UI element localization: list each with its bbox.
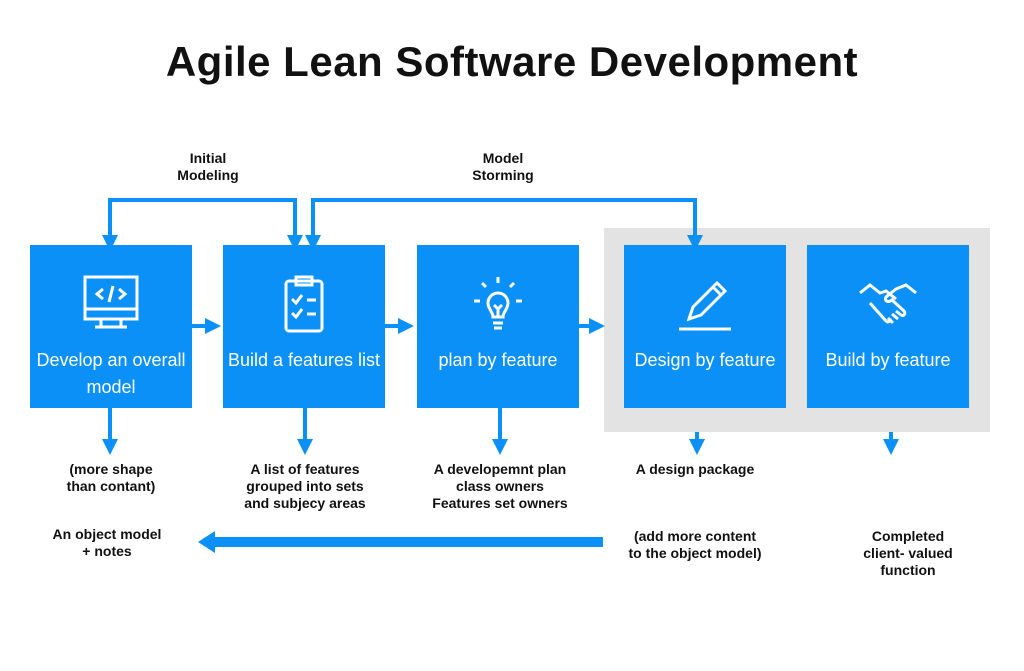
output-design-package: A design package bbox=[635, 461, 755, 477]
output-features-list: A list of features grouped into sets and… bbox=[244, 461, 366, 511]
feedback-arrow bbox=[198, 531, 603, 553]
model-storming-label: Model Storming bbox=[472, 150, 534, 183]
feedback-target: An object model + notes bbox=[52, 526, 162, 559]
step-design-by-feature: Design by feature bbox=[624, 245, 786, 408]
step-label: Build a features list bbox=[227, 350, 381, 370]
handshake-icon bbox=[859, 283, 917, 325]
model-storming-loop bbox=[311, 198, 697, 236]
feedback-source: (add more content to the object model) bbox=[628, 528, 762, 561]
output-completed-function: Completed client- valued function bbox=[863, 528, 953, 578]
step-label: Design by feature bbox=[634, 350, 776, 370]
step-build-by-feature: Build by feature bbox=[807, 245, 969, 408]
step-plan-by-feature: plan by feature bbox=[417, 245, 579, 408]
pencil-icon bbox=[679, 280, 731, 331]
initial-modeling-loop bbox=[108, 198, 297, 236]
output-overall-model: (more shape than contant) bbox=[66, 461, 156, 494]
diagram-title: Agile Lean Software Development bbox=[165, 38, 859, 85]
lightbulb-icon bbox=[474, 277, 522, 330]
step-develop-overall-model: Develop an overall model bbox=[30, 245, 192, 408]
monitor-code-icon bbox=[83, 275, 139, 329]
step-label: plan by feature bbox=[438, 350, 558, 370]
step-label: Build by feature bbox=[825, 350, 951, 370]
step-build-features-list: Build a features list bbox=[223, 245, 385, 408]
step-label: Develop an overall model bbox=[36, 350, 186, 397]
output-plan: A developemnt plan class owners Features… bbox=[432, 461, 568, 511]
initial-modeling-label: Initial Modeling bbox=[177, 150, 239, 183]
clipboard-checklist-icon bbox=[284, 275, 324, 333]
